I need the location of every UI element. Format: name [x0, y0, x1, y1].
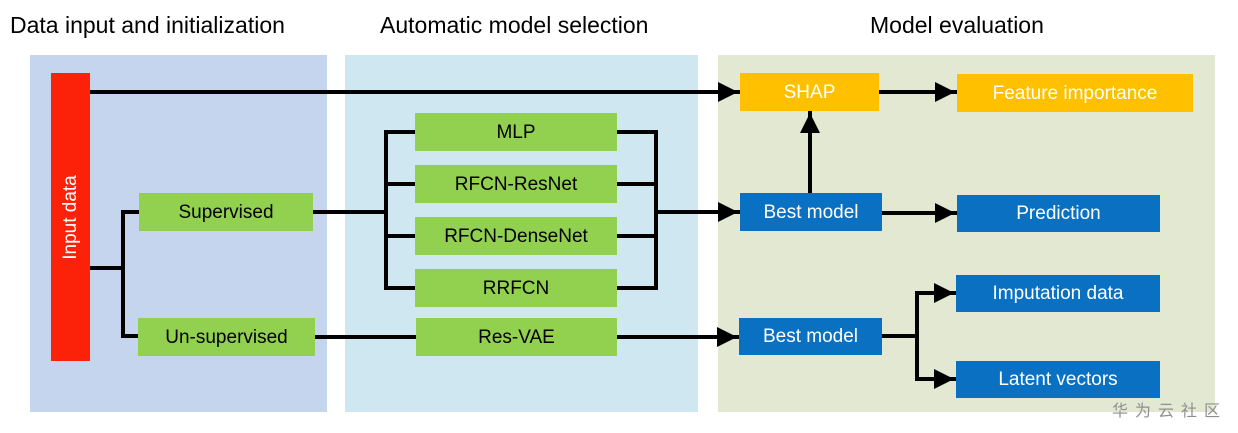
node-prediction: Prediction — [957, 195, 1160, 232]
node-imputation-data: Imputation data — [956, 275, 1160, 312]
node-supervised: Supervised — [139, 193, 313, 231]
node-shap: SHAP — [740, 73, 879, 111]
node-latent-vectors: Latent vectors — [956, 361, 1160, 398]
section-title-model-selection: Automatic model selection — [380, 12, 649, 38]
node-best-model-supervised: Best model — [740, 193, 882, 231]
node-rfcn-densenet: RFCN-DenseNet — [415, 217, 617, 255]
edge-bestmodel2-split — [880, 291, 919, 381]
edge-supervised-bracket — [311, 130, 417, 290]
edge-input-branch — [88, 210, 141, 338]
node-input-data-label: Input data — [60, 174, 81, 260]
section-title-data-input: Data input and initialization — [10, 12, 285, 38]
node-best-model-unsupervised: Best model — [739, 318, 882, 355]
node-res-vae: Res-VAE — [416, 318, 617, 356]
node-rrfcn: RRFCN — [415, 269, 617, 307]
node-rfcn-resnet: RFCN-ResNet — [415, 165, 617, 203]
watermark-text: 华为云社区 — [1112, 403, 1228, 420]
node-unsupervised: Un-supervised — [138, 318, 315, 356]
node-input-data: Input data — [51, 73, 90, 361]
edge-models-bracket — [615, 130, 658, 290]
node-mlp: MLP — [415, 113, 617, 151]
node-feature-importance: Feature importance — [957, 74, 1193, 112]
section-title-model-evaluation: Model evaluation — [870, 12, 1044, 38]
